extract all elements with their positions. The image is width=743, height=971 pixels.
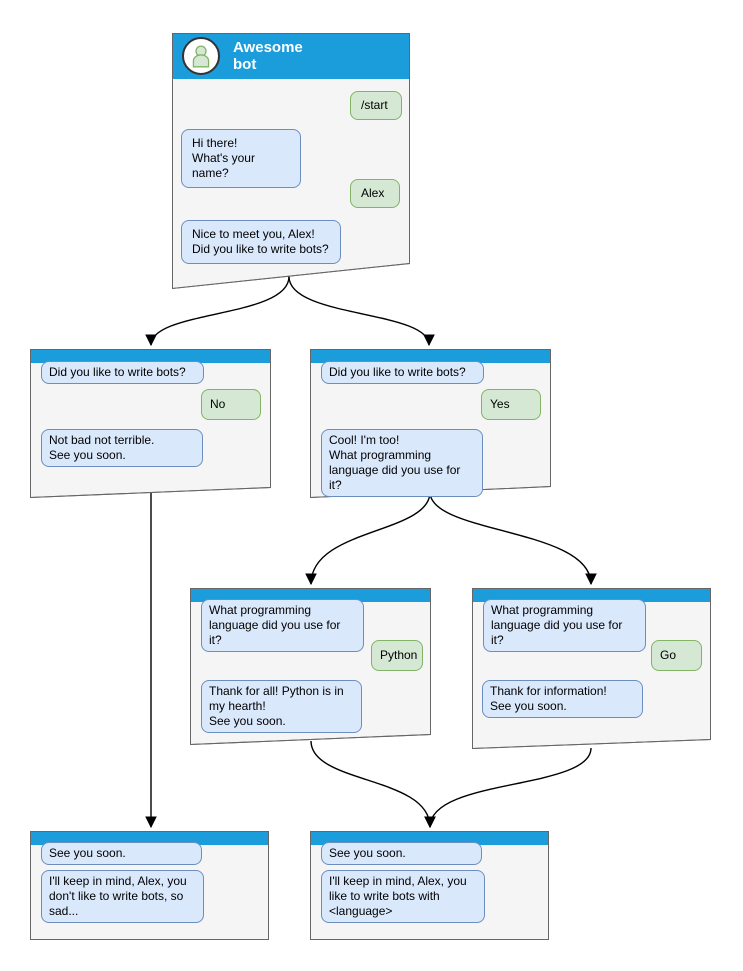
bot-message: See you soon.	[321, 842, 482, 865]
bot-message: Hi there! What's your name?	[181, 129, 301, 188]
bot-avatar-icon	[182, 37, 220, 75]
window-title: Awesome bot	[233, 38, 303, 73]
user-message: Python	[371, 640, 423, 671]
bot-message: Cool! I'm too! What programming language…	[321, 429, 483, 497]
bot-message: Thank for all! Python is in my hearth! S…	[201, 680, 362, 733]
user-message: No	[201, 389, 261, 420]
bot-message: What programming language did you use fo…	[201, 599, 364, 652]
user-message: Alex	[350, 179, 400, 208]
edge-go-to-end	[430, 747, 592, 827]
bot-message: Not bad not terrible. See you soon.	[41, 429, 203, 467]
user-message: Yes	[481, 389, 541, 420]
chat-window-branch-go[interactable]: What programming language did you use fo…	[472, 588, 711, 750]
chat-window-end-no[interactable]: See you soon. I'll keep in mind, Alex, y…	[30, 831, 269, 940]
bot-message: Did you like to write bots?	[41, 361, 204, 384]
bot-message: I'll keep in mind, Alex, you like to wri…	[321, 870, 485, 923]
bot-message: See you soon.	[41, 842, 202, 865]
chat-window-branch-python[interactable]: What programming language did you use fo…	[190, 588, 431, 746]
bot-message: What programming language did you use fo…	[483, 599, 646, 652]
bot-message: Did you like to write bots?	[321, 361, 484, 384]
bot-message: I'll keep in mind, Alex, you don't like …	[41, 870, 204, 923]
user-message: /start	[350, 91, 402, 120]
user-message: Go	[651, 640, 702, 671]
chat-window-end-yes[interactable]: See you soon. I'll keep in mind, Alex, y…	[310, 831, 549, 940]
chat-window-branch-no[interactable]: Did you like to write bots? No Not bad n…	[30, 349, 271, 499]
bot-message: Nice to meet you, Alex! Did you like to …	[181, 220, 341, 264]
bot-message: Thank for information! See you soon.	[482, 680, 643, 718]
edge-python-to-end	[310, 740, 430, 827]
edge-yes-to-go	[429, 491, 591, 584]
chat-window-start[interactable]: Awesome bot /start Hi there! What's your…	[172, 33, 410, 290]
edge-yes-to-python	[311, 491, 431, 584]
chat-window-branch-yes[interactable]: Did you like to write bots? Yes Cool! I'…	[310, 349, 551, 499]
